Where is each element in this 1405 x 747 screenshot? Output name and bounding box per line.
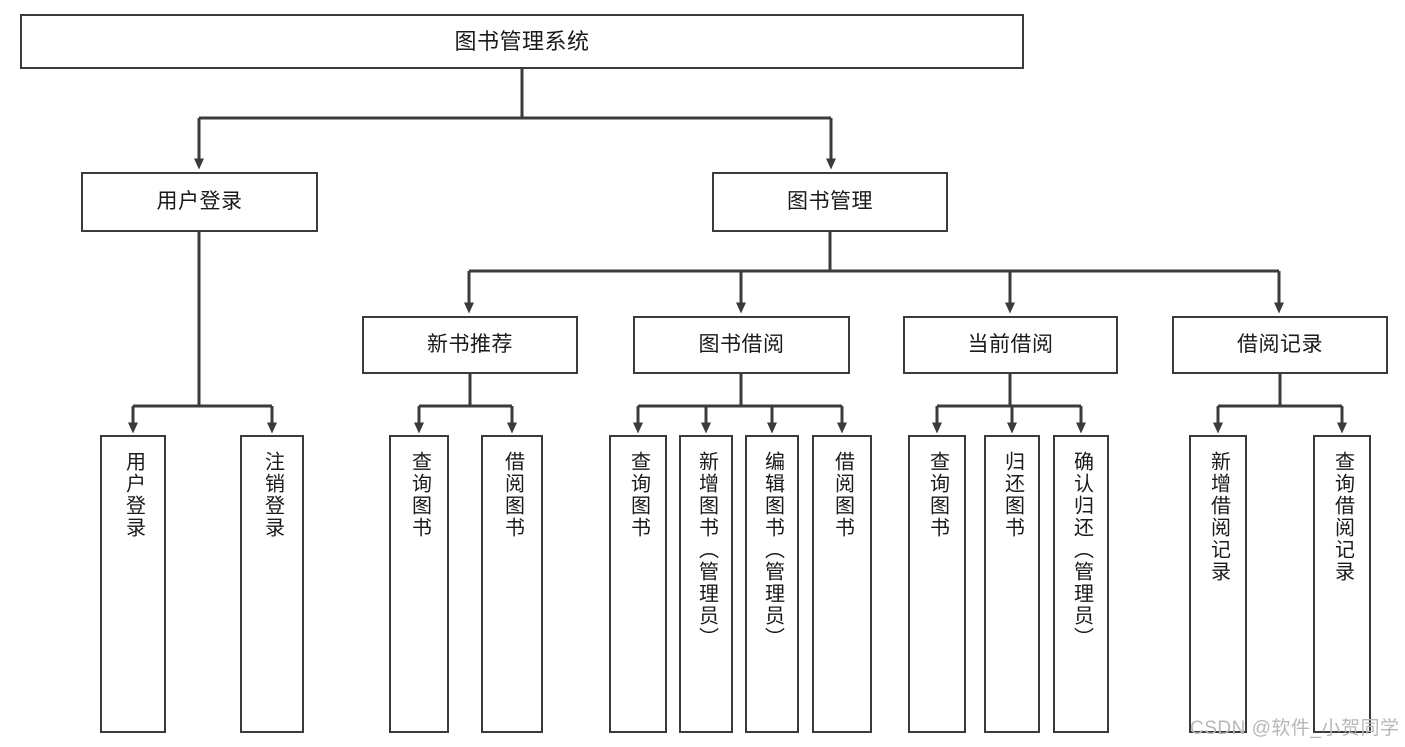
node-new-book-recommend-label: 新书推荐 [427, 332, 513, 356]
leaf-query-book-3-label: 查询图书 [926, 451, 949, 539]
node-book-borrow[interactable]: 图书借阅 [633, 316, 850, 374]
leaf-edit-book-label: 编辑图书（管理员） [761, 451, 784, 649]
leaf-borrow-book-1-label: 借阅图书 [501, 451, 524, 539]
leaf-query-book-1-label: 查询图书 [408, 451, 431, 539]
leaf-query-borrow-record[interactable]: 查询借阅记录 [1313, 435, 1371, 733]
node-user-login[interactable]: 用户登录 [81, 172, 318, 232]
leaf-borrow-book-2[interactable]: 借阅图书 [812, 435, 872, 733]
leaf-confirm-return[interactable]: 确认归还（管理员） [1053, 435, 1109, 733]
leaf-confirm-return-label: 确认归还（管理员） [1070, 451, 1093, 649]
node-root[interactable]: 图书管理系统 [20, 14, 1024, 69]
node-user-login-label: 用户登录 [156, 189, 243, 213]
node-book-manage-label: 图书管理 [787, 189, 873, 213]
leaf-user-login-label: 用户登录 [122, 451, 145, 539]
node-new-book-recommend[interactable]: 新书推荐 [362, 316, 578, 374]
node-borrow-record[interactable]: 借阅记录 [1172, 316, 1388, 374]
node-root-label: 图书管理系统 [454, 28, 590, 54]
leaf-add-book-label: 新增图书（管理员） [695, 451, 718, 649]
leaf-borrow-book-1[interactable]: 借阅图书 [481, 435, 543, 733]
leaf-query-book-3[interactable]: 查询图书 [908, 435, 966, 733]
leaf-add-book[interactable]: 新增图书（管理员） [679, 435, 733, 733]
leaf-query-book-2-label: 查询图书 [627, 451, 650, 539]
leaf-add-borrow-record-label: 新增借阅记录 [1207, 451, 1230, 583]
node-borrow-record-label: 借阅记录 [1237, 332, 1323, 356]
watermark: CSDN @软件_小贺同学 [1190, 718, 1400, 739]
node-book-manage[interactable]: 图书管理 [712, 172, 948, 232]
leaf-user-login[interactable]: 用户登录 [100, 435, 166, 733]
leaf-query-book-1[interactable]: 查询图书 [389, 435, 449, 733]
leaf-query-book-2[interactable]: 查询图书 [609, 435, 667, 733]
leaf-logout-label: 注销登录 [261, 451, 284, 539]
leaf-query-borrow-record-label: 查询借阅记录 [1331, 451, 1354, 583]
leaf-add-borrow-record[interactable]: 新增借阅记录 [1189, 435, 1247, 733]
node-current-borrow-label: 当前借阅 [967, 332, 1054, 356]
leaf-borrow-book-2-label: 借阅图书 [831, 451, 854, 539]
leaf-return-book-label: 归还图书 [1001, 451, 1024, 539]
leaf-edit-book[interactable]: 编辑图书（管理员） [745, 435, 799, 733]
leaf-logout[interactable]: 注销登录 [240, 435, 304, 733]
node-current-borrow[interactable]: 当前借阅 [903, 316, 1118, 374]
node-book-borrow-label: 图书借阅 [698, 332, 785, 356]
leaf-return-book[interactable]: 归还图书 [984, 435, 1040, 733]
